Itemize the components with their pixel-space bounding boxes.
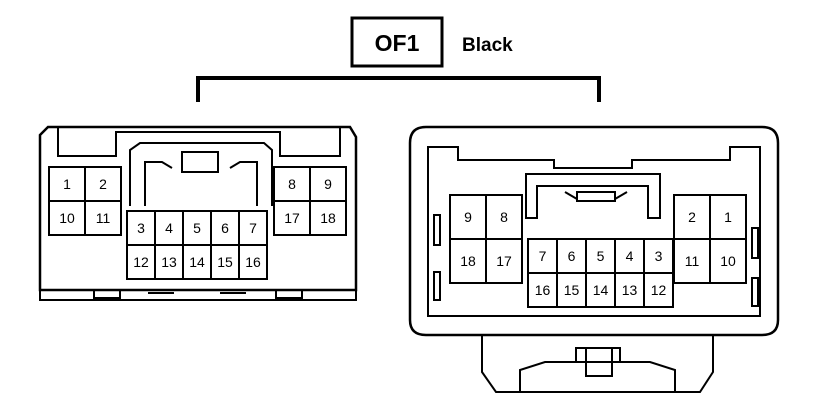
pin-cell bbox=[709, 194, 747, 240]
pin-cell bbox=[673, 238, 711, 284]
pin-label: 15 bbox=[564, 282, 580, 298]
left-pin-group-b: 3 4 5 6 7 12 13 14 15 16 bbox=[126, 210, 268, 280]
pin-label: 13 bbox=[161, 254, 177, 270]
pin-label: 11 bbox=[96, 210, 111, 226]
right-latch-housing bbox=[525, 173, 661, 219]
right-pin-group-a: 9 8 18 17 bbox=[449, 194, 523, 284]
pin-label: 16 bbox=[535, 282, 551, 298]
pin-cell bbox=[673, 194, 711, 240]
right-side-slot bbox=[751, 277, 759, 307]
left-connector-bottom-rail bbox=[39, 290, 357, 301]
pin-label: 8 bbox=[288, 176, 296, 192]
left-pin-group-a: 1 2 10 11 bbox=[48, 166, 122, 236]
pin-label: 3 bbox=[137, 220, 145, 236]
pin-cell bbox=[309, 166, 347, 202]
pin-label: 14 bbox=[189, 254, 205, 270]
pin-label: 4 bbox=[626, 248, 634, 264]
pin-label: 15 bbox=[217, 254, 233, 270]
pin-cell bbox=[126, 244, 156, 280]
pin-label: 17 bbox=[496, 253, 512, 269]
pin-label: 6 bbox=[568, 248, 576, 264]
pin-label: 2 bbox=[99, 176, 107, 192]
bracket-line bbox=[196, 76, 601, 102]
pin-label: 5 bbox=[193, 220, 201, 236]
pin-label: 5 bbox=[597, 248, 605, 264]
pin-cell bbox=[485, 238, 523, 284]
left-latch-arm bbox=[229, 161, 258, 206]
right-side-slot bbox=[433, 214, 441, 246]
pin-cell bbox=[643, 238, 674, 274]
pin-cell bbox=[210, 244, 240, 280]
pin-label: 13 bbox=[622, 282, 638, 298]
pin-label: 2 bbox=[688, 209, 696, 225]
right-connector-body bbox=[408, 125, 780, 337]
pin-cell bbox=[643, 272, 674, 308]
pin-cell bbox=[238, 210, 268, 246]
pin-cell bbox=[309, 200, 347, 236]
pin-label: 16 bbox=[245, 254, 261, 270]
pin-label: 1 bbox=[63, 176, 71, 192]
pin-cell bbox=[709, 238, 747, 284]
left-latch-arm bbox=[144, 161, 173, 206]
pin-label: 18 bbox=[460, 253, 476, 269]
left-latch-lock bbox=[181, 151, 219, 173]
connector-color-label: Black bbox=[462, 35, 513, 56]
right-foot-inner bbox=[519, 361, 676, 392]
pin-label: 14 bbox=[593, 282, 609, 298]
left-bottom-tab bbox=[93, 289, 121, 299]
right-foot-lock bbox=[575, 347, 621, 377]
right-latch-lock-ramp bbox=[564, 191, 628, 200]
left-latch-frame bbox=[129, 142, 273, 206]
left-pin-group-c: 8 9 17 18 bbox=[273, 166, 347, 236]
pin-label: 12 bbox=[651, 282, 667, 298]
pin-label: 7 bbox=[249, 220, 257, 236]
pin-label: 4 bbox=[165, 220, 173, 236]
pin-cell bbox=[556, 272, 587, 308]
left-top-recess bbox=[57, 127, 341, 157]
pin-label: 11 bbox=[685, 253, 700, 269]
right-pin-group-b: 7 6 5 4 3 16 15 14 13 12 bbox=[527, 238, 674, 308]
right-bottom-foot bbox=[481, 335, 714, 393]
right-side-slot bbox=[433, 271, 441, 301]
right-inner-outline bbox=[427, 146, 761, 317]
pin-cell bbox=[614, 272, 645, 308]
pin-label: 1 bbox=[724, 209, 732, 225]
left-bottom-tab bbox=[275, 289, 303, 299]
connector-header: OF1 Black bbox=[196, 16, 601, 102]
pin-label: 12 bbox=[133, 254, 149, 270]
pin-label: 10 bbox=[59, 210, 75, 226]
pin-label: 18 bbox=[320, 210, 336, 226]
pin-label: 3 bbox=[655, 248, 663, 264]
connector-code: OF1 bbox=[375, 30, 420, 56]
pin-label: 9 bbox=[464, 209, 472, 225]
pin-cell bbox=[154, 244, 184, 280]
pin-label: 7 bbox=[539, 248, 547, 264]
pin-label: 17 bbox=[284, 210, 300, 226]
pin-label: 10 bbox=[720, 253, 736, 269]
pin-label: 6 bbox=[221, 220, 229, 236]
right-side-slot bbox=[751, 227, 759, 259]
right-latch-lock bbox=[576, 191, 616, 202]
pin-cell bbox=[84, 200, 122, 236]
pin-label: 8 bbox=[500, 209, 508, 225]
pin-cell bbox=[238, 244, 268, 280]
pin-label: 9 bbox=[324, 176, 332, 192]
connector-code-box bbox=[350, 16, 444, 68]
